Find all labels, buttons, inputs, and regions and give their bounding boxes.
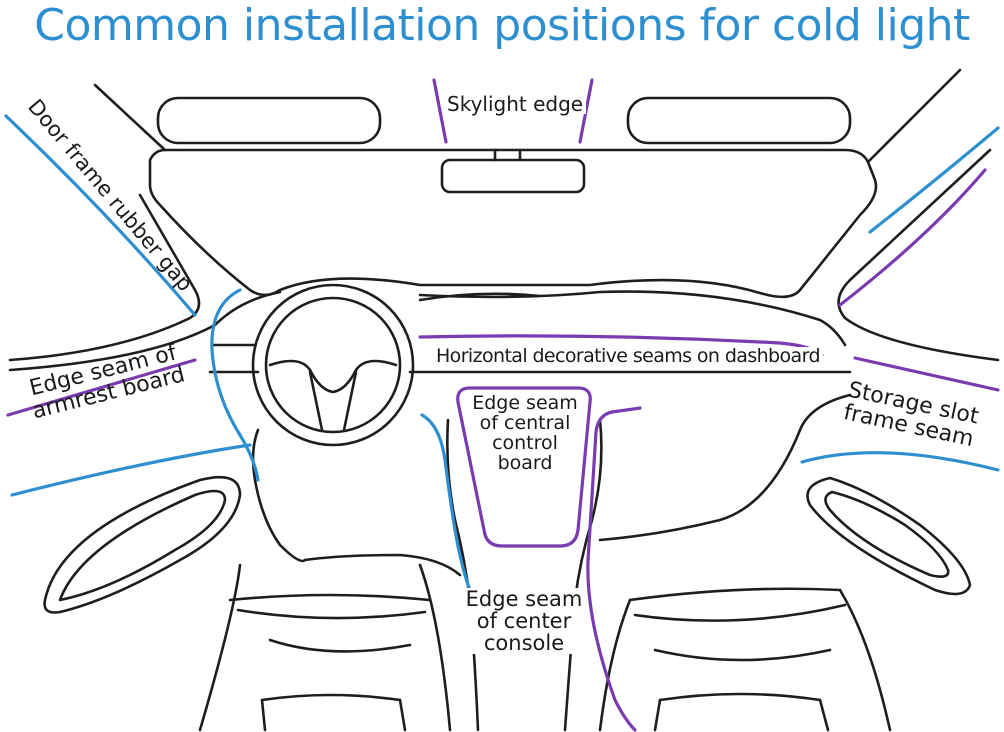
label-skylight-edge: Skylight edge	[444, 94, 587, 114]
rearview-mirror	[440, 158, 586, 194]
center-console-seam-line	[586, 406, 642, 732]
car-outline	[8, 68, 1000, 732]
right-sun-visor	[626, 96, 852, 145]
right-seat	[598, 587, 892, 732]
storage-slot-line	[853, 356, 1000, 392]
right-air-vent	[806, 476, 972, 596]
left-sun-visor	[156, 96, 382, 145]
left-a-pillar	[93, 83, 167, 152]
skylight-edge-line-left	[432, 78, 448, 144]
steering-wheel	[251, 283, 415, 447]
right-door-blue-line	[868, 126, 1000, 234]
windshield-outline	[148, 148, 878, 299]
center-console-blue-line	[420, 413, 472, 592]
label-console-line-2: of center	[476, 609, 572, 634]
storage-slot-blue-line	[800, 451, 1000, 472]
label-dashboard-seams: Horizontal decorative seams on dashboard	[433, 347, 823, 366]
left-door-edge	[8, 193, 201, 362]
left-dashboard-blue-line	[210, 288, 260, 482]
label-central-line-4: board	[497, 451, 553, 474]
left-side-panel	[251, 428, 307, 563]
diagram-title: Common installation positions for cold l…	[34, 0, 970, 51]
armrest-seam-line	[6, 358, 197, 417]
right-a-pillar	[866, 68, 962, 164]
label-central-line-3: control	[492, 431, 558, 454]
dashboard-top	[213, 290, 847, 347]
label-center-console: Edge seam of center console	[464, 588, 584, 654]
right-door-purple-line	[838, 168, 987, 307]
label-central-line-1: Edge seam	[472, 392, 578, 414]
left-seat	[198, 563, 452, 732]
central-board-outline	[456, 386, 592, 548]
left-air-vent	[43, 475, 242, 614]
label-central-control-board: Edge seam of central control board	[466, 392, 584, 474]
blue-light-lines	[4, 114, 1000, 592]
label-console-line-3: console	[483, 631, 565, 656]
door-frame-gap-line	[4, 114, 197, 317]
label-central-line-2: of central	[479, 411, 571, 434]
label-console-line-1: Edge seam	[465, 587, 583, 611]
right-door-edge	[837, 148, 1000, 362]
armrest-blue-line	[10, 443, 252, 497]
